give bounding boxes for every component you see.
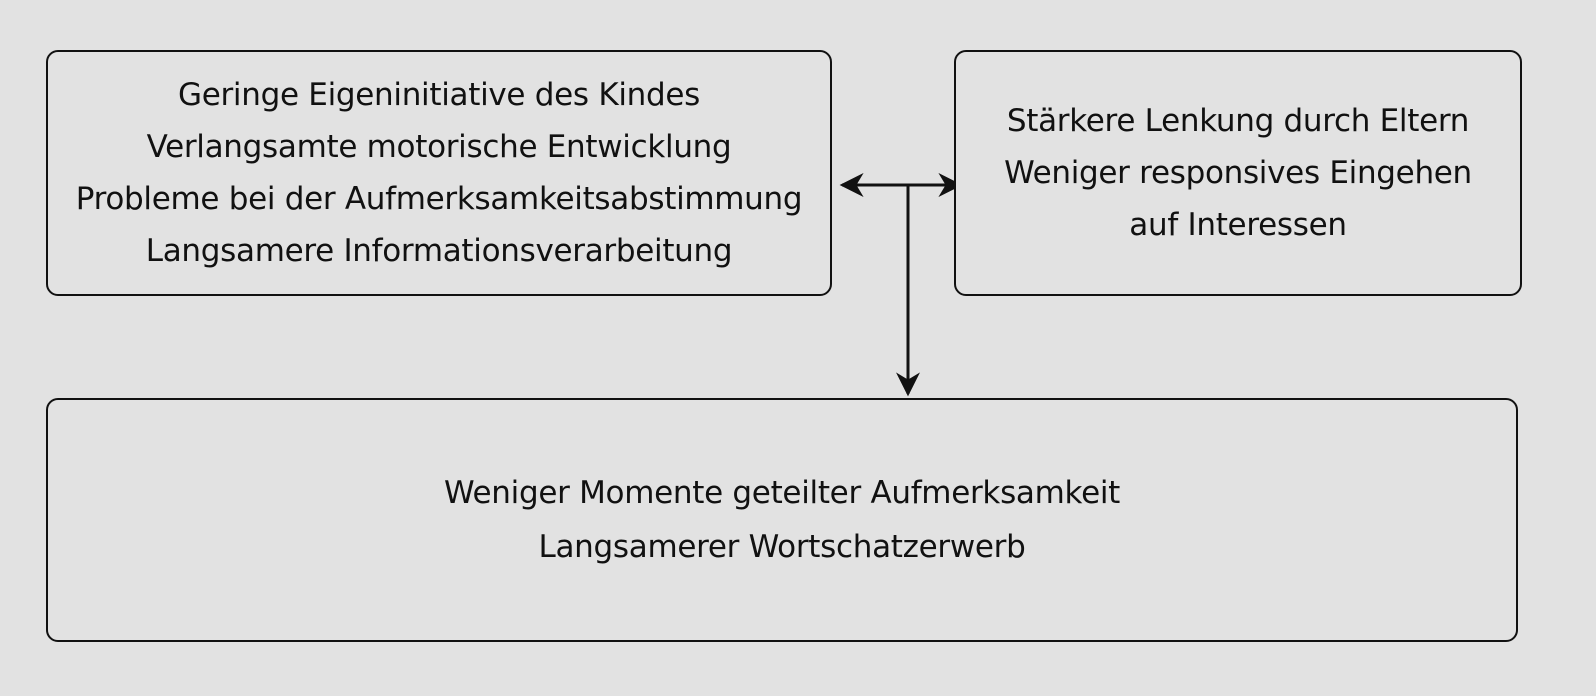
outcome-2: Langsamerer Wortschatzerwerb [538, 529, 1026, 565]
outcome-box: Weniger Momente geteilter Aufmerksamkeit… [46, 398, 1518, 642]
child-factors-box: Geringe Eigeninitiative des Kindes Verla… [46, 50, 832, 296]
parent-factor-2: Weniger responsives Eingehen [1004, 155, 1472, 191]
child-factor-1: Geringe Eigeninitiative des Kindes [177, 77, 701, 113]
child-factor-4: Langsamere Informationsverarbeitung [145, 233, 733, 269]
parent-factor-1: Stärkere Lenkung durch Eltern [1006, 103, 1470, 139]
parent-factors-box: Stärkere Lenkung durch Eltern Weniger re… [954, 50, 1522, 296]
outcome-1: Weniger Momente geteilter Aufmerksamkeit [443, 475, 1121, 511]
child-factor-3: Probleme bei der Aufmerksamkeitsabstimmu… [75, 181, 803, 217]
parent-factor-3: auf Interessen [1129, 207, 1347, 243]
child-factor-2: Verlangsamte motorische Entwicklung [146, 129, 732, 165]
